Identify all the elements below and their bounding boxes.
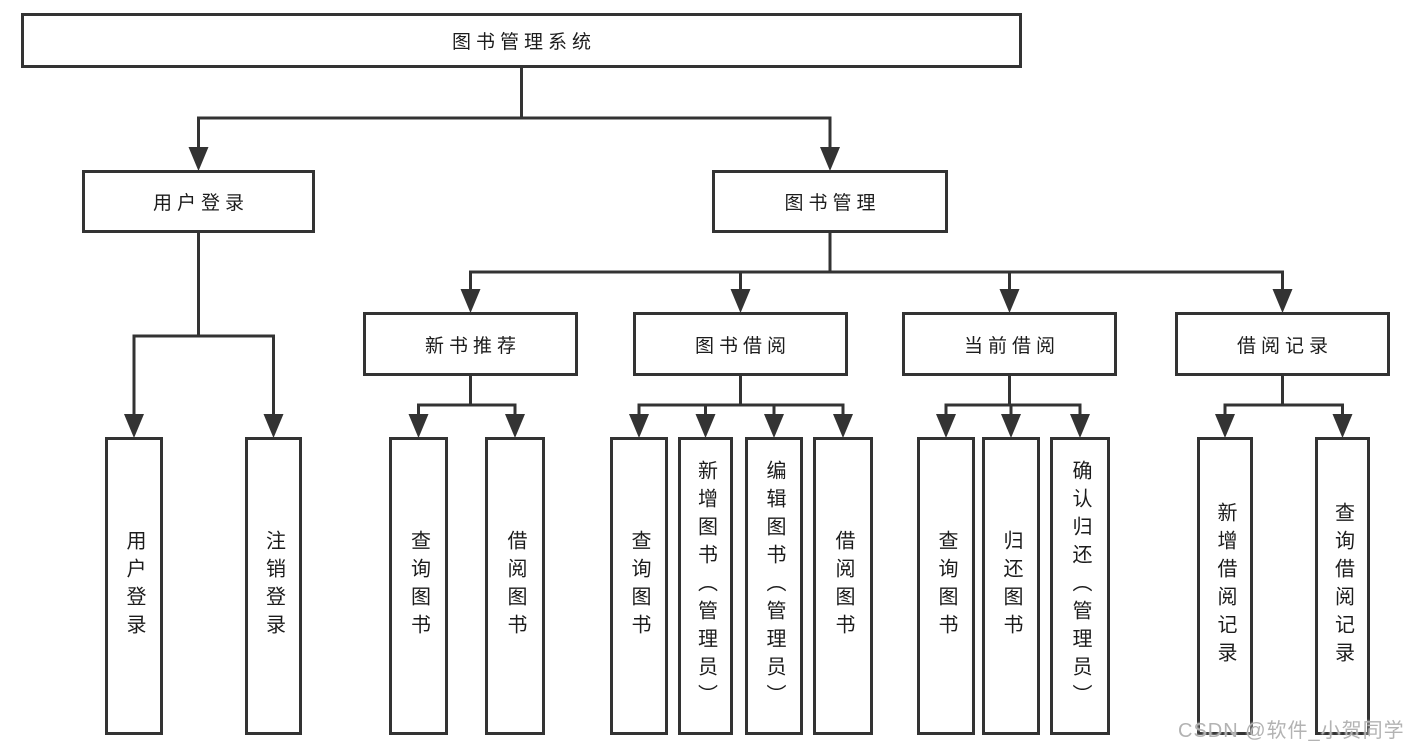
- node-root: 图书管理系统: [21, 13, 1022, 68]
- node-leaf-query-book-3: 查询图书: [917, 437, 975, 735]
- node-label: 图书管理系统: [451, 32, 596, 53]
- arrowhead-icon: [263, 414, 284, 438]
- arrowhead-icon: [833, 414, 853, 438]
- watermark: CSDN @软件_小贺同学: [1178, 720, 1405, 742]
- node-leaf-confirm-return: 确认归还（管理员）: [1050, 437, 1110, 735]
- arrowhead-icon: [695, 414, 716, 438]
- arrowhead-icon: [764, 414, 784, 438]
- node-label: 借阅图书: [504, 530, 526, 642]
- node-leaf-query-book-2: 查询图书: [610, 437, 668, 735]
- node-book-mgmt: 图书管理: [712, 170, 948, 233]
- arrowhead-icon: [408, 414, 429, 438]
- node-leaf-edit-book: 编辑图书（管理员）: [745, 437, 803, 735]
- node-label: 图书借阅: [694, 335, 791, 357]
- node-user-login: 用户登录: [82, 170, 315, 233]
- arrowhead-icon: [1001, 414, 1021, 438]
- node-label: 借阅记录: [1236, 335, 1333, 357]
- arrowhead-icon: [188, 147, 209, 171]
- node-label: 借阅图书: [832, 530, 854, 642]
- arrowhead-icon: [460, 289, 481, 313]
- node-label: 查询借阅记录: [1331, 502, 1354, 670]
- node-leaf-borrow-book-1: 借阅图书: [485, 437, 545, 735]
- node-book-borrow: 图书借阅: [633, 312, 848, 376]
- arrowhead-icon: [505, 414, 525, 438]
- node-label: 查询图书: [407, 530, 430, 642]
- node-leaf-add-borrow-record: 新增借阅记录: [1197, 437, 1253, 735]
- arrowhead-icon: [999, 289, 1020, 313]
- arrowhead-icon: [1215, 414, 1235, 438]
- arrowhead-icon: [124, 414, 144, 438]
- node-label: 用户登录: [123, 530, 145, 642]
- arrowhead-icon: [1272, 289, 1293, 313]
- node-new-book-rec: 新书推荐: [363, 312, 578, 376]
- arrowhead-icon: [629, 414, 649, 438]
- node-label: 用户登录: [152, 193, 249, 214]
- node-leaf-borrow-book-2: 借阅图书: [813, 437, 873, 735]
- node-label: 新增借阅记录: [1214, 502, 1236, 670]
- node-label: 编辑图书（管理员）: [763, 460, 785, 712]
- node-label: 确认归还（管理员）: [1069, 460, 1091, 712]
- node-label: 当前借阅: [963, 335, 1060, 357]
- node-label: 新增图书（管理员）: [694, 460, 717, 712]
- node-borrow-record: 借阅记录: [1175, 312, 1390, 376]
- arrowhead-icon: [730, 289, 751, 313]
- arrowhead-icon: [820, 147, 840, 171]
- node-label: 新书推荐: [424, 335, 521, 357]
- arrowhead-icon: [1332, 414, 1353, 438]
- node-label: 查询图书: [935, 530, 957, 642]
- node-label: 注销登录: [262, 530, 285, 642]
- arrowhead-icon: [936, 414, 956, 438]
- arrowhead-icon: [1070, 414, 1090, 438]
- node-label: 归还图书: [1000, 530, 1022, 642]
- node-leaf-logout: 注销登录: [245, 437, 302, 735]
- node-label: 查询图书: [628, 530, 650, 642]
- node-current-borrow: 当前借阅: [902, 312, 1117, 376]
- node-label: 图书管理: [784, 193, 881, 214]
- node-leaf-query-borrow-record: 查询借阅记录: [1315, 437, 1370, 735]
- node-leaf-return-book: 归还图书: [982, 437, 1040, 735]
- node-leaf-query-book-1: 查询图书: [389, 437, 448, 735]
- node-leaf-user-login: 用户登录: [105, 437, 163, 735]
- node-leaf-add-book: 新增图书（管理员）: [678, 437, 733, 735]
